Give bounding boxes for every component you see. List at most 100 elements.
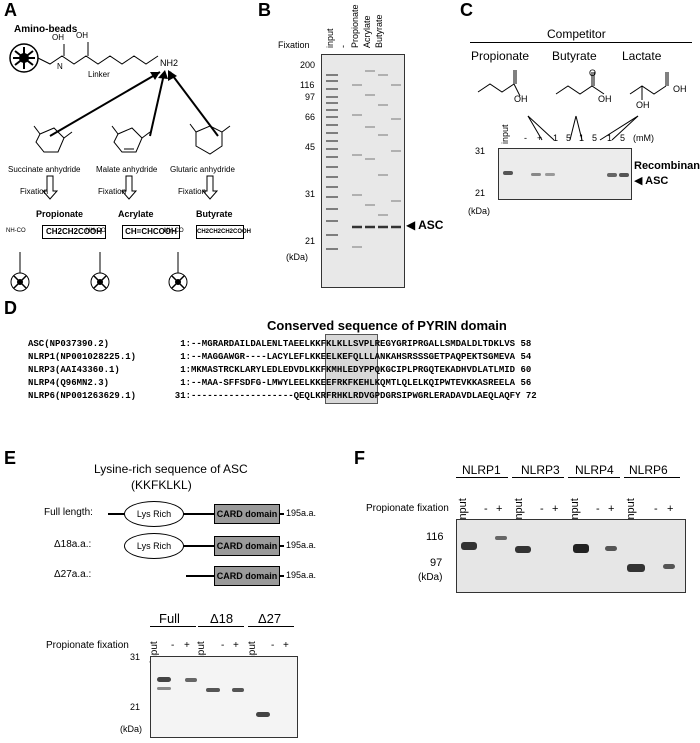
seq-row-nlrp4: NLRP4(Q96MN2.3)1:--MAA-SFFSDFG-LMWYLEELK… bbox=[28, 378, 532, 388]
marker-31: 31 bbox=[305, 189, 316, 199]
c-lane-input: input bbox=[500, 124, 510, 144]
fixation-label-1: Fixation bbox=[20, 187, 49, 196]
f-plus-3: + bbox=[608, 503, 615, 515]
f-plus-2: + bbox=[552, 503, 559, 515]
reagent-succinate: Succinate anhydride bbox=[8, 165, 81, 174]
compound-lactate: Lactate bbox=[622, 49, 662, 63]
construct-d18: Δ18a.a.: bbox=[54, 539, 92, 550]
oh-propionate: OH bbox=[514, 94, 528, 104]
panel-e-letter: E bbox=[4, 448, 17, 468]
oh-label-2: OH bbox=[76, 31, 88, 40]
n-label: N bbox=[57, 62, 63, 71]
lysine-title: Lysine-rich sequence of ASC bbox=[94, 462, 248, 476]
lane-input: input bbox=[325, 28, 335, 48]
product-butyrate: Butyrate bbox=[196, 209, 233, 219]
gel-c bbox=[498, 148, 632, 200]
marker-116: 116 bbox=[300, 80, 315, 90]
amino-beads-title: Amino-beads bbox=[14, 24, 78, 35]
c-lane-plus: + bbox=[537, 133, 543, 143]
e-plus-3: + bbox=[283, 640, 289, 651]
nhco-label-2: NH-CO bbox=[86, 228, 106, 234]
oh-butyrate: OH bbox=[598, 94, 612, 104]
formula-butyrate: CH2CH2CH2COOH bbox=[196, 225, 251, 239]
c-lane-5b: 5 bbox=[592, 133, 598, 143]
f-minus-1: - bbox=[484, 503, 488, 515]
len-full: 195a.a. bbox=[286, 508, 317, 518]
e-minus-2: - bbox=[221, 640, 225, 651]
reaction-scheme bbox=[9, 42, 231, 292]
panel-b-letter: B bbox=[258, 0, 271, 20]
recombinant-asc-label: ASC bbox=[645, 175, 669, 187]
panel-f-letter: F bbox=[354, 448, 365, 468]
bead-icon bbox=[9, 43, 39, 73]
linker-label: Linker bbox=[88, 70, 110, 79]
marker-66: 66 bbox=[305, 112, 316, 122]
reagent-glutaric: Glutaric anhydride bbox=[170, 165, 235, 174]
f-marker-97: 97 bbox=[430, 557, 443, 569]
c-lane-5c: 5 bbox=[620, 133, 626, 143]
seq-row-nlrp1: NLRP1(NP001028225.1)1:--MAGGAWGR----LACY… bbox=[28, 352, 532, 362]
c-lane-5a: 5 bbox=[566, 133, 572, 143]
len-d18: 195a.a. bbox=[286, 540, 317, 550]
lane-acrylate: Acrylate bbox=[362, 15, 372, 48]
malate-anhydride-structure bbox=[111, 125, 151, 153]
e-marker-31: 31 bbox=[130, 652, 141, 662]
lane-input-bands bbox=[326, 74, 338, 250]
formula-propionate: CH2CH2COOH bbox=[42, 225, 106, 239]
construct-d27: Δ27a.a.: bbox=[54, 569, 92, 580]
fixation-arrows bbox=[41, 175, 219, 200]
f-group-nlrp4: NLRP4 bbox=[575, 463, 614, 477]
len-d27: 195a.a. bbox=[286, 570, 317, 580]
nhco-label-1: NH-CO bbox=[6, 228, 26, 234]
f-plus-1: + bbox=[496, 503, 503, 515]
fixation-label-3: Fixation bbox=[178, 187, 207, 196]
succinate-anhydride-structure bbox=[33, 125, 73, 153]
competitor-structures bbox=[477, 70, 669, 141]
c-lane-1a: 1 bbox=[553, 133, 559, 143]
f-minus-3: - bbox=[596, 503, 600, 515]
card-full: CARD domain bbox=[214, 504, 280, 524]
f-marker-116: 116 bbox=[426, 531, 444, 543]
competitor-rule bbox=[470, 42, 692, 43]
lane-minus: - bbox=[338, 45, 348, 48]
bead-small-1 bbox=[10, 252, 30, 292]
card-d18: CARD domain bbox=[214, 536, 280, 556]
panel-d-letter: D bbox=[4, 298, 17, 318]
f-group-nlrp1: NLRP1 bbox=[462, 463, 501, 477]
lane-propionate: Propionate bbox=[350, 4, 360, 48]
lysine-subtitle: (KKFKLKL) bbox=[131, 478, 192, 492]
bead-small-2 bbox=[90, 252, 110, 292]
reagent-malate: Malate anhydride bbox=[96, 165, 158, 174]
seq-row-nlrp6: NLRP6(NP001263629.1)31:-----------------… bbox=[28, 391, 537, 401]
f-group-nlrp6: NLRP6 bbox=[629, 463, 668, 477]
f-minus-2: - bbox=[540, 503, 544, 515]
group-d18: Δ18 bbox=[210, 611, 234, 626]
compound-butyrate: Butyrate bbox=[552, 49, 597, 63]
mm-label: (mM) bbox=[633, 133, 654, 143]
seq-row-asc: ASC(NP037390.2)1:--MGRARDAILDALENLTAEELK… bbox=[28, 339, 532, 349]
f-fixation-label: Propionate fixation bbox=[366, 503, 449, 514]
conserved-box bbox=[325, 334, 378, 404]
e-kda-label: (kDa) bbox=[120, 724, 142, 734]
c-lane-minus: - bbox=[524, 133, 527, 143]
e-minus-1: - bbox=[171, 640, 175, 651]
recombinant-label: Recombinant bbox=[634, 160, 700, 172]
f-plus-4: + bbox=[667, 503, 674, 515]
e-plus-2: + bbox=[233, 640, 239, 651]
group-d27: Δ27 bbox=[258, 611, 282, 626]
card-d27: CARD domain bbox=[214, 566, 280, 586]
fixation-label-2: Fixation bbox=[98, 187, 127, 196]
glutaric-anhydride-structure bbox=[189, 123, 231, 155]
c-marker-21: 21 bbox=[475, 188, 486, 198]
c-lane-1b: 1 bbox=[579, 133, 585, 143]
compound-propionate: Propionate bbox=[471, 49, 530, 63]
marker-45: 45 bbox=[305, 142, 316, 152]
c-lane-1c: 1 bbox=[607, 133, 613, 143]
marker-200: 200 bbox=[300, 60, 316, 70]
arrow-left-icon: ◀ bbox=[406, 218, 416, 232]
f-kda-label: (kDa) bbox=[418, 572, 443, 583]
gel-f bbox=[456, 519, 686, 593]
f-minus-4: - bbox=[654, 503, 658, 515]
marker-21: 21 bbox=[305, 236, 316, 246]
marker-97: 97 bbox=[305, 92, 316, 102]
